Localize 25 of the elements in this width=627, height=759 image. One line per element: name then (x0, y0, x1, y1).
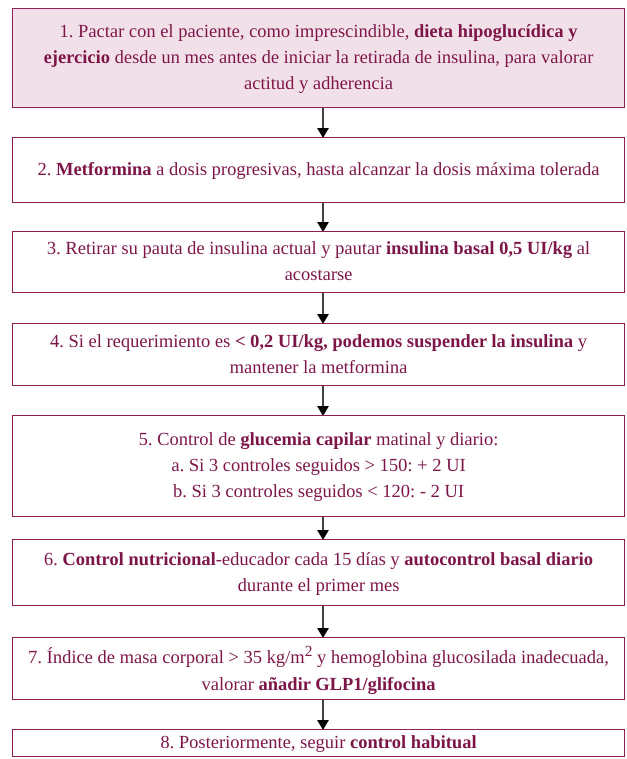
list-item: b. Si 3 controles seguidos < 120: - 2 UI (173, 481, 464, 504)
step-text: 4. Si el requerimiento es < 0,2 UI/kg, podemos suspender la insulina y mantener la metformina (48, 330, 588, 380)
list-item: a. Si 3 controles seguidos > 150: + 2 UI (171, 455, 466, 478)
arrow (317, 203, 329, 232)
process-box (12, 323, 625, 386)
step-text: 3. Retirar su pauta de insulina actual y pautar insulina basal 0,5 UI/kg al acostarse (46, 238, 592, 287)
step-text: 8. Posteriormente, seguir control habitual (160, 732, 477, 755)
arrow (317, 108, 329, 138)
step-text: 2. Metformina a dosis progresivas, hasta alcanzar la dosis máxima tolerada (37, 159, 600, 182)
step-text: 5. Control de glucemia capilar matinal y diario: (138, 429, 498, 452)
arrow (317, 293, 329, 324)
process-box (12, 137, 625, 203)
step-text: 1. Pactar con el paciente, como imprescindible, dieta hipoglucídica y ejercicio desde un mes antes de iniciar la retirada de insulina, para valorar actitud y adherencia (42, 21, 594, 96)
step-text: 7. Índice de masa corporal > 35 kg/m$^{2}$ y hemoglobina glucosilada inadecuada, valorar añadir GLP1/glifocina (27, 642, 610, 697)
arrow (317, 386, 329, 416)
arrow (317, 606, 329, 638)
arrow (317, 517, 329, 540)
step-text: 6. Control nutricional-educador cada 15 días y autocontrol basal diario durante el primer mes (42, 548, 594, 598)
process-box (12, 231, 625, 293)
process-box (12, 8, 625, 108)
process-box (12, 729, 625, 757)
process-box (12, 637, 625, 700)
process-box (12, 539, 625, 606)
process-box (12, 415, 625, 517)
arrow (317, 700, 329, 730)
